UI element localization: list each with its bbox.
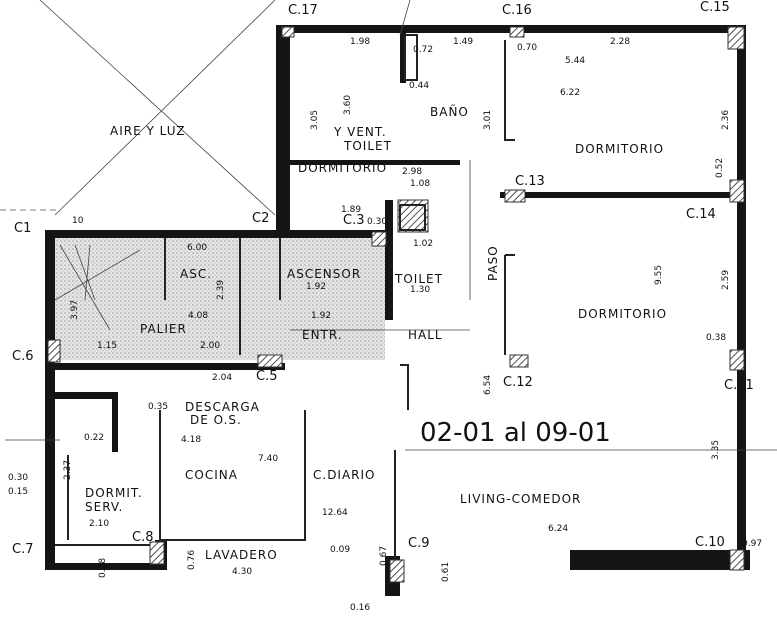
dimension: 1.08: [410, 179, 430, 189]
room-dormit-serv: DORMIT.: [85, 486, 143, 500]
room-descarga: DESCARGA: [185, 400, 260, 414]
column-c13: C.13: [515, 174, 545, 189]
room-dormit-serv-2: SERV.: [85, 500, 123, 514]
dimension: 0.22: [84, 433, 104, 443]
columns: [47, 26, 745, 583]
dimension: 0.30: [367, 217, 387, 227]
dimension: 1.30: [410, 285, 430, 295]
dimension: 3.35: [711, 440, 721, 460]
dimension: 2.59: [721, 270, 731, 290]
dimension: 1.92: [311, 311, 331, 321]
dimension: 1.98: [350, 37, 370, 47]
dimension: 0.38: [706, 333, 726, 343]
room-cocina: COCINA: [185, 468, 238, 482]
dimension: 1.02: [413, 239, 433, 249]
dimension: 4.30: [232, 567, 252, 577]
room-aire-luz: AIRE Y LUZ: [110, 124, 186, 138]
column-c9: C.9: [408, 536, 429, 551]
column-c15: C.15: [700, 0, 730, 15]
room-hall: HALL: [408, 328, 443, 342]
room-bano: BAÑO: [430, 104, 469, 119]
room-lavadero: LAVADERO: [205, 548, 278, 562]
dimension: 2.28: [610, 37, 630, 47]
column-c12: C.12: [503, 375, 533, 390]
dimension: 0.61: [441, 562, 451, 582]
dimension: 2.37: [63, 460, 73, 480]
dimension: 1.89: [341, 205, 361, 215]
room-asc: ASC.: [180, 267, 212, 281]
room-ascensor: ASCENSOR: [287, 267, 361, 281]
column-c8: C.8: [132, 530, 153, 545]
room-dormitorio-1: DORMITORIO: [575, 142, 664, 156]
room-vent-label: Y VENT.: [333, 125, 387, 139]
dimension: 3.01: [483, 110, 493, 130]
dimension: 0.28: [98, 558, 108, 578]
dimension: 0.67: [379, 546, 389, 566]
dimension: 9.55: [654, 265, 664, 285]
dimension: 4.18: [181, 435, 201, 445]
dimension: 0.09: [330, 545, 350, 555]
dimension: 12.64: [322, 508, 348, 518]
room-entr: ENTR.: [302, 328, 343, 342]
column-c10: C.10: [695, 535, 725, 550]
partitions: [5, 0, 777, 560]
column-c5: C.5: [256, 369, 277, 384]
room-paso: PASO: [486, 245, 500, 281]
column-c16: C.16: [502, 3, 532, 18]
column-c17: C.17: [288, 3, 318, 18]
dimension: 6.22: [560, 88, 580, 98]
room-living-comedor: LIVING-COMEDOR: [460, 492, 581, 506]
dimension: 0.30: [8, 473, 28, 483]
dimension: 6.24: [548, 524, 568, 534]
dimension: 5.44: [565, 56, 585, 66]
column-c2: C2: [252, 211, 269, 226]
room-toilet: TOILET: [394, 272, 443, 286]
dimension: 1.92: [306, 282, 326, 292]
room-palier: PALIER: [140, 322, 187, 336]
dimension: 3.97: [70, 300, 80, 320]
room-vent-toilet: TOILET: [343, 139, 392, 153]
column-c1: C1: [14, 221, 31, 236]
column-c7: C.7: [12, 542, 33, 557]
dimension: 7.40: [258, 454, 278, 464]
column-c11: C.11: [724, 378, 754, 393]
dimension: 0.52: [715, 158, 725, 178]
dimension: 2.10: [89, 519, 109, 529]
column-c6: C.6: [12, 349, 33, 364]
room-dormitorio-2: DORMITORIO: [578, 307, 667, 321]
dimension: 0.97: [742, 539, 762, 549]
dimension: 6.54: [483, 375, 493, 395]
dimension: 2.36: [721, 110, 731, 130]
column-c14: C.14: [686, 207, 716, 222]
dimension: 0.70: [517, 43, 537, 53]
dimension: 0.44: [409, 81, 429, 91]
dimension: 1.49: [453, 37, 473, 47]
room-descarga-os: DE O.S.: [190, 413, 242, 427]
room-c-diario: C.DIARIO: [313, 468, 376, 482]
dimension-labels: 1.98 1.49 0.70 2.28 5.44 6.22 0.72 0.44 …: [8, 37, 762, 613]
dimension: 2.04: [212, 373, 232, 383]
dimension: 2.98: [402, 167, 422, 177]
light-shaft: [0, 0, 276, 216]
dimension: 3.05: [310, 110, 320, 130]
dimension: 0.72: [413, 45, 433, 55]
dimension: 0.35: [148, 402, 168, 412]
dimension: 10: [72, 216, 84, 226]
dimension: 0.76: [187, 550, 197, 570]
dimension: 0.15: [8, 487, 28, 497]
dimension: 2.39: [216, 280, 226, 300]
dimension: 6.00: [187, 243, 207, 253]
room-labels: AIRE Y LUZ BAÑO Y VENT. TOILET DORMITORI…: [85, 104, 667, 562]
column-labels: C.17 C.16 C.15 C.13 C.14 C1 C2 C.3 C.6 C…: [12, 0, 754, 557]
dimension: 0.16: [350, 603, 370, 613]
dimension: 2.00: [200, 341, 220, 351]
dimension: 4.08: [188, 311, 208, 321]
unit-range-title: 02-01 al 09-01: [420, 418, 611, 448]
room-dormitorio-passage: DORMITORIO: [298, 161, 387, 175]
dimension: 3.60: [343, 95, 353, 115]
common-area-shading: [55, 232, 385, 360]
column-c3: C.3: [343, 213, 364, 228]
dimension: 1.15: [97, 341, 117, 351]
